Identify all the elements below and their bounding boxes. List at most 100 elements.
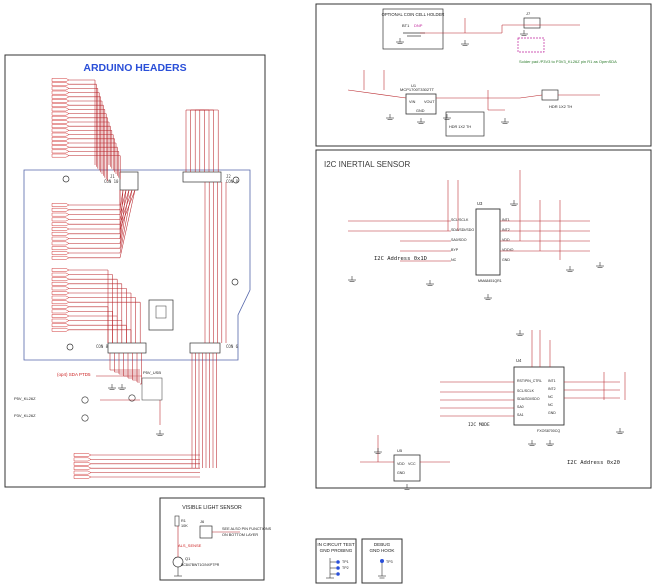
svg-text:SA1: SA1: [517, 413, 524, 417]
i2c-address-2: I2C Address 0x20: [567, 460, 620, 466]
i2c-title: I2C INERTIAL SENSOR: [324, 160, 410, 169]
debug-title: DEBUG: [374, 542, 391, 547]
svg-text:GND: GND: [416, 109, 425, 113]
net-tag: [51, 136, 70, 141]
net-tag: [51, 124, 70, 129]
u4-ecompass: [513, 366, 565, 426]
net-tag: [51, 268, 70, 272]
light-title: VISIBLE LIGHT SENSOR: [182, 505, 242, 511]
svg-text:GND: GND: [548, 411, 556, 415]
j2-part: CON 8: [226, 179, 239, 184]
net-tag: [51, 207, 70, 212]
header-j1: [119, 171, 139, 191]
wire-segment: [119, 189, 127, 215]
net-tag: [51, 128, 70, 133]
header-j3: [107, 342, 147, 354]
svg-text:SCL/SCLK: SCL/SCLK: [451, 218, 469, 222]
header-j2: [182, 171, 222, 183]
debug-frame: [361, 538, 403, 584]
i2c-mode-label: I2C MODE: [468, 422, 490, 428]
r1-ref: R1: [181, 519, 186, 523]
net-tag: [51, 291, 70, 295]
u3-ref: U3: [477, 201, 483, 206]
net-tag: [51, 281, 70, 286]
net-tag: [51, 318, 70, 323]
svg-text:SCL/SCLK: SCL/SCLK: [517, 389, 535, 393]
net-tag: [73, 457, 92, 462]
net-tag: [51, 78, 70, 82]
j5-part: HDR 1X2 TH: [549, 104, 572, 109]
debug-tp: TP3: [386, 560, 393, 564]
net-tag: [51, 217, 70, 222]
light-frame: [159, 497, 265, 581]
svg-text:SDA/SDI/SDO: SDA/SDI/SDO: [517, 397, 540, 401]
net-tag: [73, 461, 92, 466]
i2c-frame: [315, 149, 652, 489]
mount-hole-3: [66, 343, 74, 351]
j1-part: CON 10: [104, 179, 119, 184]
net-tag: [51, 141, 70, 145]
net-tag: [51, 111, 70, 116]
svg-text:VCC: VCC: [408, 462, 416, 466]
power-frame: [315, 3, 652, 147]
diode-box: [445, 111, 485, 137]
u5-ref: U5: [397, 448, 403, 453]
svg-text:VOUT: VOUT: [424, 100, 435, 104]
wire-segment: [119, 189, 127, 244]
j2-ref: J2: [226, 174, 231, 179]
wire-segment: [119, 189, 124, 239]
arduino-frame: [4, 54, 266, 488]
wire-segment: [119, 189, 133, 225]
svg-text:SDA/SDI/SDO: SDA/SDI/SDO: [451, 228, 474, 232]
i2c-address-1: I2C Address 0x1D: [374, 256, 427, 262]
net-tag: [51, 295, 70, 300]
svg-text:BYP: BYP: [451, 248, 459, 252]
svg-text:VDD: VDD: [502, 238, 510, 242]
ict-title: IN CIRCUIT TEST: [317, 542, 355, 547]
u3-accelerometer: [475, 208, 501, 276]
mount-hole-4: [231, 278, 239, 286]
net-tag: [51, 246, 70, 251]
solder-jumper: [517, 37, 545, 53]
svg-text:VIN: VIN: [409, 100, 416, 104]
svg-text:VDDIO: VDDIO: [502, 248, 514, 252]
u4-ref: U4: [516, 358, 522, 363]
net-tag: [51, 107, 70, 112]
svg-text:RST/PIN_CTRL: RST/PIN_CTRL: [517, 379, 542, 383]
p5v-kl26z-label: P5V_KL26Z: [14, 396, 36, 401]
net-tag: [51, 286, 70, 291]
net-tag: [51, 314, 70, 318]
svg-text:SEE ALSO PIN FUNCTIONS: SEE ALSO PIN FUNCTIONS: [222, 527, 272, 531]
svg-text:INT1: INT1: [502, 218, 510, 222]
svg-text:NC: NC: [451, 258, 457, 262]
header-j4: [189, 342, 221, 354]
q1-ref: Q1: [185, 556, 191, 561]
power-wires: [347, 18, 600, 124]
wire-segment: [519, 94, 543, 99]
net-tag: [51, 90, 70, 95]
mount-hole-1: [62, 175, 70, 183]
u3-part: MMA8451QR1: [478, 279, 502, 283]
svg-text:SA0: SA0: [517, 405, 524, 409]
net-tag: [51, 86, 70, 91]
arduino-title: ARDUINO HEADERS: [83, 62, 186, 74]
ict-tp1: TP1: [342, 560, 349, 564]
coin-holder-label: OPTIONAL COIN CELL HOLDER: [382, 12, 445, 17]
mount-hole-2: [232, 176, 240, 184]
q1-part: BC847BWT1G/NXPTPR: [181, 563, 220, 567]
net-tag: [51, 227, 70, 231]
net-tag: [51, 236, 70, 241]
r1-val: 10K: [181, 524, 188, 528]
u1-ref: U1: [411, 83, 417, 88]
net-tag: [51, 241, 70, 246]
net-tag: [51, 272, 70, 277]
svg-text:NC: NC: [548, 395, 554, 399]
ict-frame: [315, 538, 357, 584]
j1-ref: J1: [110, 174, 115, 179]
jumper-block: [141, 377, 163, 401]
board-outline: [23, 169, 251, 361]
svg-text:VDD: VDD: [397, 462, 405, 466]
light-net: ALS_SENSE: [178, 543, 202, 548]
svg-text:HDR 1X2 TH: HDR 1X2 TH: [449, 125, 471, 129]
